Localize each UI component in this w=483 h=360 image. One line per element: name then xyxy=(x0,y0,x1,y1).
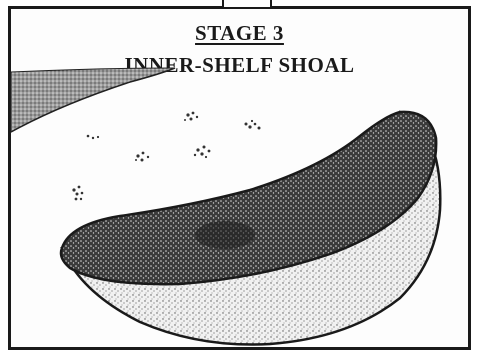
shoreline-wedge xyxy=(11,68,175,132)
grain-clusters xyxy=(72,112,260,201)
shoal-core xyxy=(195,221,255,249)
